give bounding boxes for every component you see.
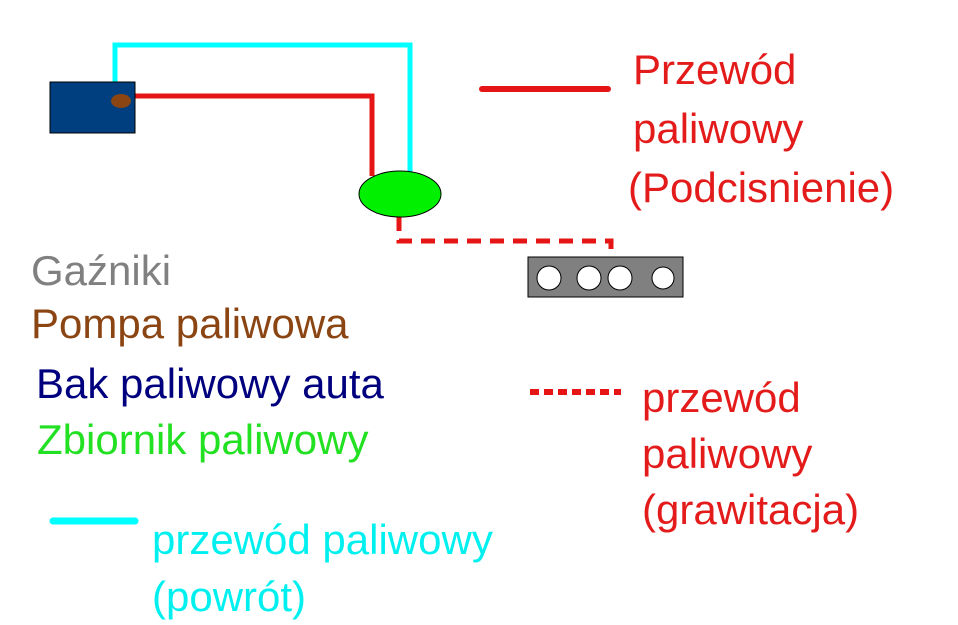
carburetor-port [576,265,602,291]
label-fuel-pump: Pompa paliwowa [31,300,349,347]
label-return-line-1: przewód paliwowy [152,516,493,563]
label-gravity-line-3: (grawitacja) [642,486,860,533]
return-fuel-line [112,42,413,172]
label-return-line-2: (powrót) [152,573,307,620]
vacuum-fuel-line [135,93,375,176]
carburetor-port [607,265,633,291]
label-gravity-line-1: przewód [642,374,801,421]
fuel-pump [111,94,131,108]
carburetors-block [527,256,684,298]
label-vacuum-line-2: paliwowy [633,105,804,152]
label-car-tank: Bak paliwowy auta [36,360,384,407]
carburetor-port [651,266,675,290]
label-gravity-line: przewód paliwowy (grawitacja) [642,370,859,538]
label-return-line: przewód paliwowy (powrót) [152,511,493,625]
label-carburetors: Gaźniki [31,247,172,294]
label-fuel-reservoir: Zbiornik paliwowy [37,416,369,463]
gravity-fuel-line [396,217,614,258]
label-vacuum-line-1: Przewód [633,46,797,93]
carburetor-port [536,265,562,291]
fuel-reservoir [358,170,442,218]
label-vacuum-line: Przewód paliwowy (Podcisnienie) [628,40,894,217]
label-vacuum-line-3: (Podcisnienie) [628,164,895,211]
label-gravity-line-2: paliwowy [642,430,813,477]
